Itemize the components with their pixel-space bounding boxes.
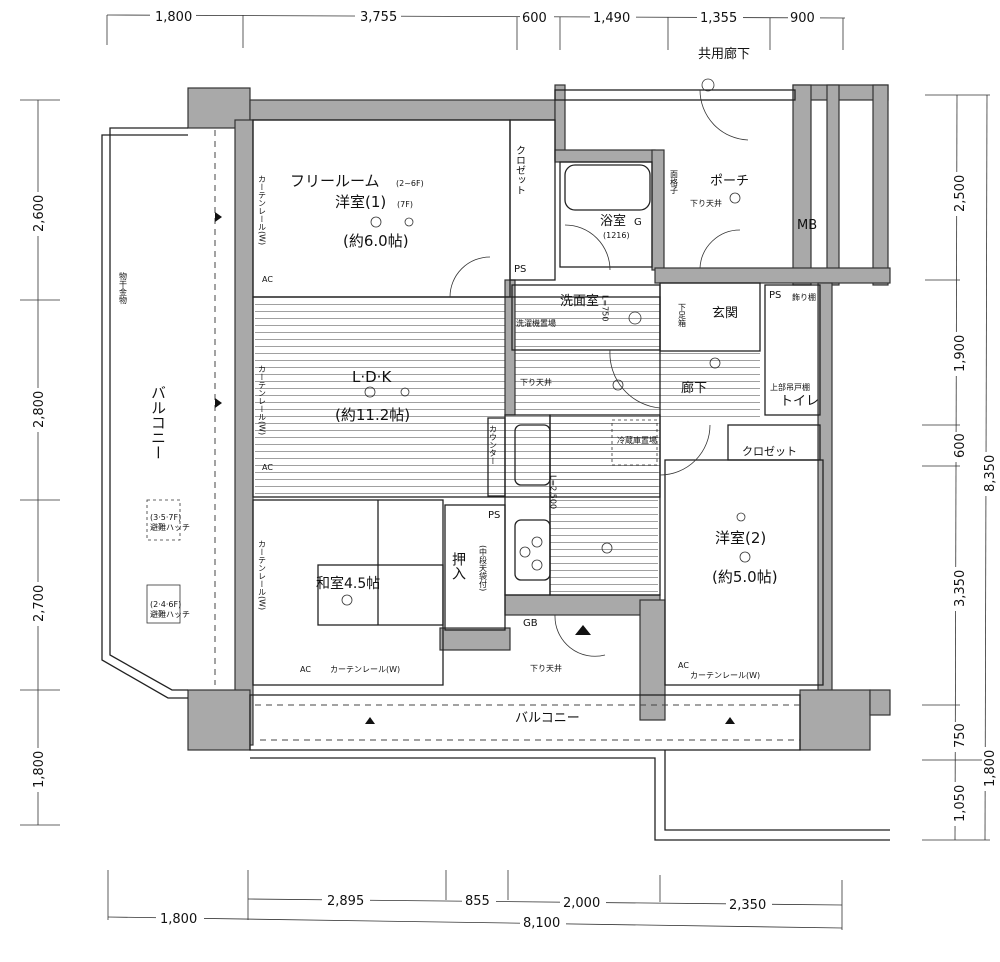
western2-label: 洋室(2) [715,529,766,547]
dim-right-1: 2,500 [953,175,968,212]
toilet-label: トイレ [780,394,819,409]
ldk-lowered-ceiling: 下り天井 [520,377,552,387]
ps-label: PS [514,264,526,275]
curtain-rail-1: カーテンレール(W) [258,175,267,245]
kitchen-floor [550,415,658,595]
entrance-label: 玄関 [712,306,738,321]
hallway-label: 廊下 [681,380,707,396]
western2-size: (約5.0帖) [712,568,778,586]
washroom-label: 洗面室 [560,293,599,309]
shelf-label: 飾り棚 [792,292,816,302]
dim-top-1: 1,800 [155,10,192,25]
free-room-label: フリールーム [290,172,380,190]
dim-top-4: 1,490 [593,11,630,26]
fridge-label: 冷蔵庫置場 [617,435,657,445]
dim-bottom-6: 8,100 [523,916,560,931]
dim-top-2: 3,755 [360,10,397,25]
closet1-label: クロゼット [514,145,526,195]
dim-bottom-1: 2,895 [327,894,364,909]
drying-hardware-label: 物干金物 [119,271,128,305]
dim-bottom-2: 855 [465,894,490,909]
mb-label: MB [797,218,817,233]
room-outlines [101,89,890,841]
right-dimensions: 2,500 1,900 600 3,350 750 1,050 8,350 1,… [922,94,998,841]
dim-top-5: 1,355 [700,11,737,26]
dim-right-3: 600 [953,433,968,458]
dim-right-total: 8,350 [983,455,998,492]
western1-size: (約6.0帖) [343,232,409,250]
oshiire-label: 押入 [450,552,466,580]
bath-label: 浴室 [600,213,626,229]
japanese-room-label: 和室4.5帖 [316,575,380,592]
ldk-size: (約11.2帖) [335,406,410,424]
left-dimensions: 2,600 2,800 2,700 1,800 [20,99,60,826]
washer-label: 洗濯機置場 [516,318,556,328]
dim-right-2: 1,900 [953,335,968,372]
dim-top-6: 900 [790,11,815,26]
dim-right-7: 1,800 [983,750,998,787]
kitchen-length: L=2,500 [549,475,558,509]
hatch2-label: 避難ハッチ [150,609,190,619]
bottom-dimensions: 2,895 855 2,000 2,350 1,800 8,100 [107,870,843,931]
ps3-label: PS [488,510,500,521]
curtain-rail-5: カーテンレール(W) [690,671,760,680]
dim-bottom-4: 2,350 [729,898,766,913]
hallway-floor [660,350,760,420]
walls [187,84,891,751]
upper-cabinet-label: 上部吊戸棚 [770,382,810,392]
hatch1-floors: (3·5·7F) [150,513,181,522]
western1-label: 洋室(1) [335,193,386,211]
grille-label: 面格子 [670,170,679,194]
ps2-label: PS [769,290,781,301]
free-room-floors: (2~6F) [396,179,424,188]
ldk-label: L·D·K [352,368,392,386]
dim-left-1: 2,600 [32,195,47,232]
western1-floors: (7F) [397,200,413,209]
hatch1-label: 避難ハッチ [150,522,190,532]
curtain-rail-3: カーテンレール(W) [258,540,267,610]
dim-bottom-3: 2,000 [563,896,600,911]
ac-mark-3: AC [300,665,311,674]
oshiire-note: (中段天袋付) [479,545,488,591]
bath-gas: G [634,217,642,228]
wash-length: L=750 [601,295,610,321]
ac-mark-2: AC [262,463,273,472]
top-dimensions: 1,800 3,755 600 1,490 1,355 900 [106,8,846,50]
dim-bottom-5: 1,800 [160,912,197,927]
counter-label: カウンター [489,425,498,465]
room-labels: 共用廊下 フリールーム (2~6F) 洋室(1) (7F) (約6.0帖) クロ… [119,46,820,726]
balcony-left-label: バルコニー [149,385,167,460]
dim-left-2: 2,800 [32,391,47,428]
bottom-lowered-ceiling: 下り天井 [530,663,562,673]
gb-label: GB [523,618,538,629]
curtain-rail-4: カーテンレール(W) [330,665,400,674]
ac-mark-1: AC [262,275,273,284]
dim-left-4: 1,800 [32,751,47,788]
dim-right-4: 3,350 [953,570,968,607]
balcony-bottom-label: バルコニー [515,711,580,726]
dim-left-3: 2,700 [32,585,47,622]
fixtures [215,78,751,724]
closet2-label: クロゼット [742,445,797,458]
dim-top-3: 600 [522,11,547,26]
porch-label: ポーチ [710,174,749,189]
shoe-box-label: 下足箱 [678,303,687,328]
porch-lowered-ceiling: 下り天井 [690,198,722,208]
ac-mark-4: AC [678,661,689,670]
curtain-rail-2: カーテンレール(W) [258,365,267,435]
dim-right-5: 750 [953,723,968,748]
hatch2-floors: (2·4·6F) [150,600,181,609]
dim-right-6: 1,050 [953,785,968,822]
common-corridor-label: 共用廊下 [698,46,750,62]
bath-size: (1216) [603,231,630,240]
